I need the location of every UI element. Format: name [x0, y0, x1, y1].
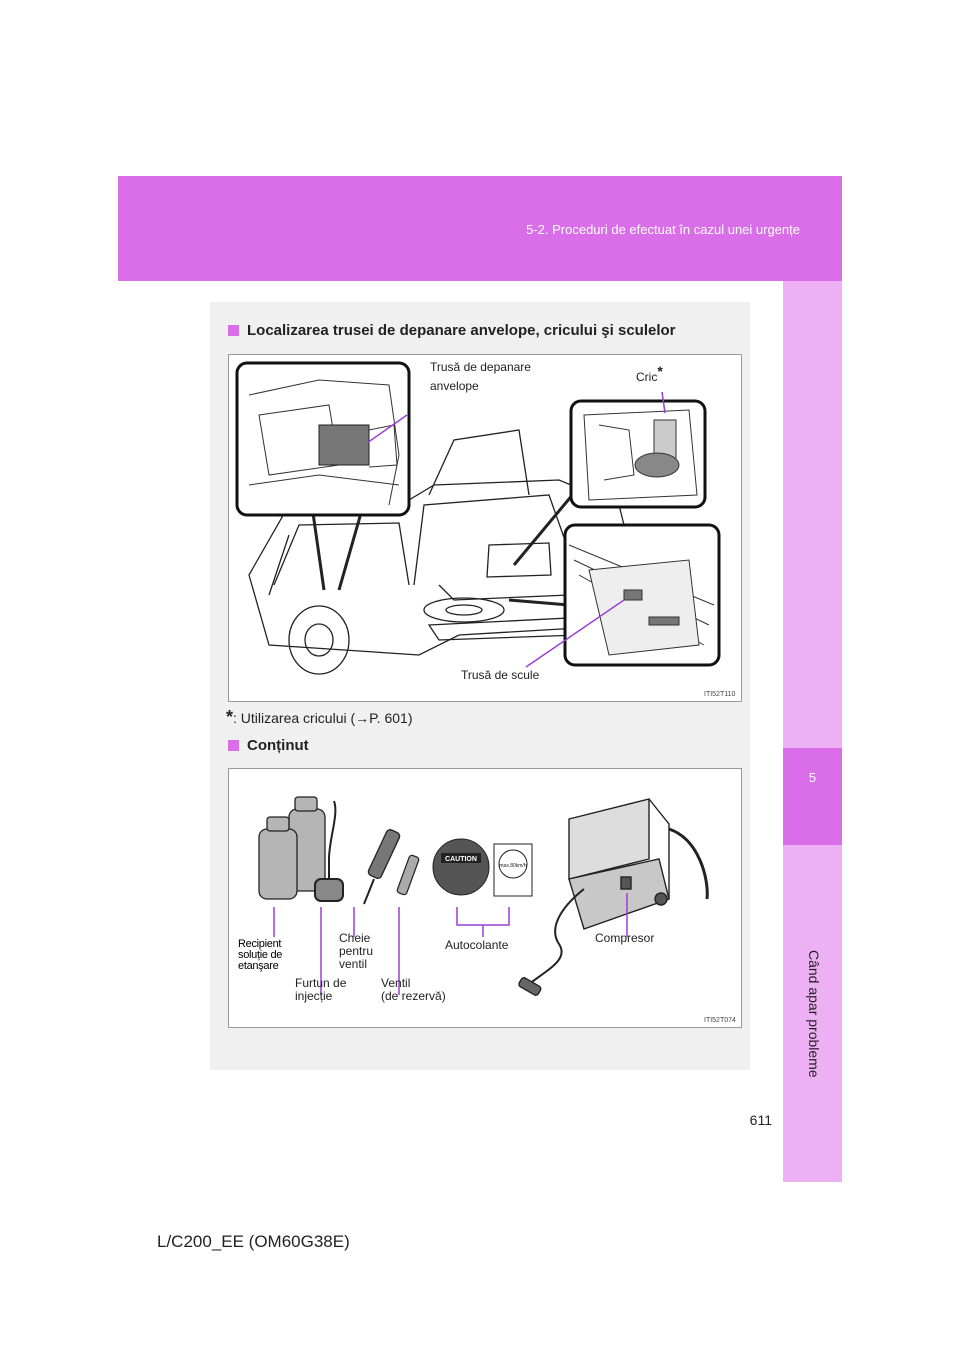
footnote-text[interactable]: : Utilizarea cricului (→P. 601): [233, 710, 413, 726]
label-repair-kit: Trusă de depanare anvelope: [430, 361, 531, 393]
side-tab-lower: [783, 845, 842, 1182]
vehicle-illustration: ITI52T110: [235, 361, 735, 698]
label-valve-wrench: Cheie pentru ventil: [339, 932, 373, 971]
compressor-drawing: [518, 798, 709, 996]
speed-sticker-text: max.80km/h: [499, 863, 526, 869]
label-sealant-line3: etanşare: [238, 960, 279, 972]
valve-wrench-drawing: [363, 829, 401, 905]
side-tab-active[interactable]: [783, 748, 842, 845]
label-sealant-line2: soluție de: [238, 949, 283, 961]
callout-lines: [273, 893, 628, 995]
label-wrench-line1: Cheie: [339, 931, 371, 945]
label-valve-line2: (de rezervă): [381, 989, 446, 1003]
square-bullet-icon: [228, 740, 239, 751]
figure-code-1: ITI52T110: [704, 691, 735, 698]
label-sealant-line1: Recipient: [238, 938, 282, 950]
label-spare-valve: Ventil (de rezervă): [381, 977, 446, 1003]
section2-title: Conținut: [228, 737, 309, 754]
location-figure: ITI52T110 Trusă de depanare anvelope Cri…: [228, 354, 742, 702]
header-band: [118, 176, 842, 281]
section2-title-text: Conținut: [247, 737, 309, 754]
caution-sticker-drawing: CAUTION: [432, 838, 490, 896]
page-number: 611: [749, 1112, 772, 1128]
speed-sticker-drawing: max.80km/h: [493, 843, 533, 897]
label-jack-text: Cric: [636, 370, 658, 384]
chapter-number: 5: [808, 770, 817, 785]
label-tool-kit: Trusă de scule: [461, 668, 540, 682]
figure-code-2: ITI52T074: [704, 1017, 736, 1024]
label-jack-asterisk: *: [657, 363, 663, 379]
label-compressor: Compresor: [595, 931, 655, 945]
label-hose-line1: Furtun de: [295, 976, 347, 990]
label-stickers: Autocolante: [445, 938, 509, 952]
chapter-title: Când apar probleme: [806, 950, 822, 1078]
content-panel: Localizarea trusei de depanare anvelope,…: [210, 302, 750, 1070]
label-injection-hose: Furtun de injecție: [295, 977, 346, 1003]
section1-title-text: Localizarea trusei de depanare anvelope,…: [247, 322, 676, 339]
kit-contents-illustration: CAUTION max.80km/h: [258, 796, 736, 1024]
caution-sticker-text: CAUTION: [445, 856, 477, 863]
label-valve-line1: Ventil: [381, 976, 411, 990]
label-repair-kit-line2: anvelope: [430, 379, 479, 393]
section1-title: Localizarea trusei de depanare anvelope,…: [228, 322, 676, 339]
injection-hose-drawing: [314, 800, 344, 902]
document-id: L/C200_EE (OM60G38E): [157, 1232, 350, 1251]
label-hose-line2: injecție: [295, 989, 333, 1003]
sealant-bottles: [258, 796, 326, 900]
section-header: 5-2. Proceduri de efectuat în cazul unei…: [526, 222, 800, 237]
label-wrench-line3: ventil: [339, 957, 368, 971]
label-jack: Cric*: [636, 363, 663, 384]
spare-valve-drawing: [396, 854, 420, 896]
footnote-mark: *: [226, 707, 234, 727]
label-sealant-bottle: Recipient soluție de etanşare: [238, 939, 282, 972]
contents-figure: CAUTION max.80km/h: [228, 768, 742, 1028]
footnote: *: Utilizarea cricului (→P. 601): [226, 707, 413, 728]
label-repair-kit-line1: Trusă de depanare: [430, 360, 531, 374]
square-bullet-icon: [228, 325, 239, 336]
side-tab-upper: [783, 281, 842, 748]
label-wrench-line2: pentru: [339, 944, 374, 958]
